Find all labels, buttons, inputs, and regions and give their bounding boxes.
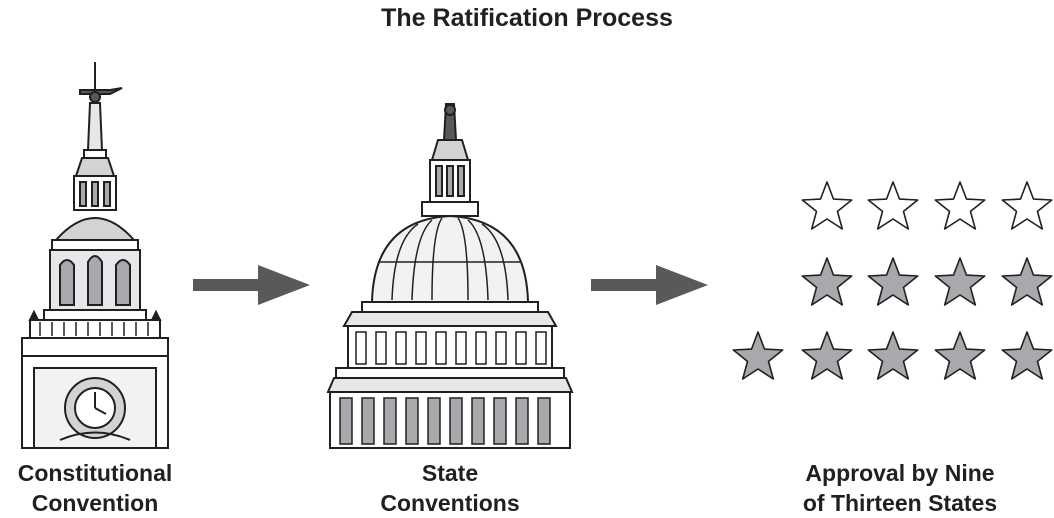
outlined-star-icon [1001,181,1053,230]
caption-line-1: Constitutional [17,460,173,486]
caption-approval: Approval by Nine of Thirteen States [770,458,1030,518]
filled-star-icon [867,257,919,306]
arrow-1-icon [193,265,310,305]
outlined-star-icon [867,181,919,230]
filled-star-icon [1001,331,1053,380]
filled-star-icon [934,331,986,380]
caption-line-2: Convention [31,490,159,516]
outlined-star-icon [801,181,853,230]
caption-state-conventions: State Conventions [355,458,545,518]
independence-hall-tower-icon [21,62,169,449]
capitol-dome-icon [326,103,574,449]
outlined-star-icon [934,181,986,230]
filled-star-icon [732,331,784,380]
filled-star-icon [934,257,986,306]
filled-star-icon [867,331,919,380]
filled-star-icon [801,331,853,380]
stars-grid-icon [732,181,1053,380]
filled-star-icon [801,257,853,306]
caption-line-1: State [421,460,479,486]
caption-line-2: Conventions [380,490,520,516]
caption-line-2: of Thirteen States [802,490,998,516]
arrow-2-icon [591,265,708,305]
filled-star-icon [1001,257,1053,306]
diagram-title: The Ratification Process [381,4,673,32]
caption-constitutional-convention: Constitutional Convention [0,458,190,518]
caption-line-1: Approval by Nine [805,460,995,486]
